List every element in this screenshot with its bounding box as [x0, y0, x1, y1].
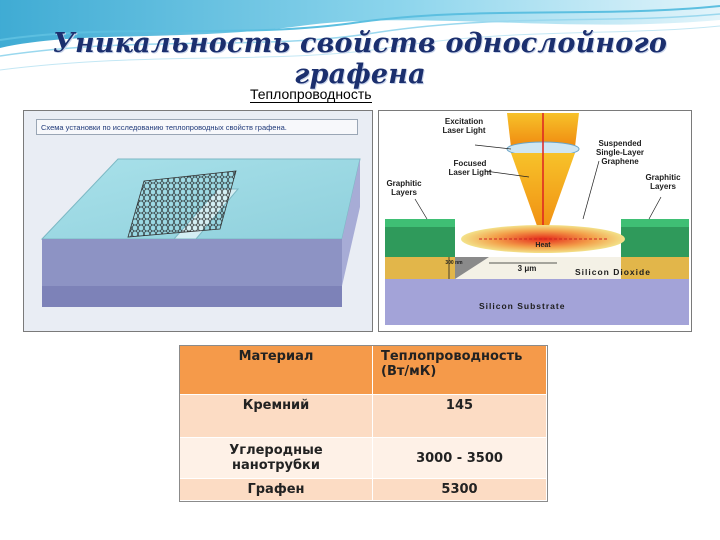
header-conductivity: Теплопроводность (Вт/мК) [372, 346, 547, 395]
schematic-caption: Схема установки по исследованию теплопро… [36, 119, 358, 135]
label-silicon-dioxide: Silicon Dioxide [575, 267, 651, 277]
label-graphitic-right: Graphitic Layers [645, 173, 681, 191]
cell-material: Кремний [180, 394, 373, 438]
schematic-drawing [40, 158, 361, 307]
cell-value: 145 [372, 394, 547, 438]
table-row: Графен 5300 [180, 478, 547, 501]
table-row: Кремний 145 [180, 394, 547, 438]
label-silicon-substrate: Silicon Substrate [479, 301, 566, 311]
header-material: Материал [180, 346, 373, 395]
table-row: Углеродные нанотрубки 3000 - 3500 [180, 437, 547, 479]
cell-material: Углеродные нанотрубки [180, 437, 373, 479]
raman-measurement-diagram: Excitation Laser Light Suspended Single-… [378, 110, 692, 332]
table-header-row: Материал Теплопроводность (Вт/мК) [180, 346, 547, 395]
setup-schematic: Схема установки по исследованию теплопро… [23, 110, 373, 332]
label-focused: Focused Laser Light [448, 159, 492, 177]
diagram-drawing [385, 113, 689, 325]
cell-value: 5300 [372, 478, 547, 501]
label-width: 3 μm [517, 264, 537, 273]
label-graphitic-left: Graphitic Layers [386, 179, 422, 197]
label-suspended: Suspended Single-Layer Graphene [595, 139, 644, 166]
label-depth: 300 nm [445, 260, 463, 266]
thermal-conductivity-table: Материал Теплопроводность (Вт/мК) Кремни… [179, 345, 548, 502]
slide-title: Уникальность свойств однослойного графен… [52, 28, 668, 90]
header-waves [0, 0, 720, 71]
label-excitation: Excitation Laser Light [442, 117, 486, 135]
cell-value: 3000 - 3500 [372, 437, 547, 479]
label-heat: Heat [535, 242, 551, 249]
cell-material: Графен [180, 478, 373, 501]
slide-subtitle: Теплопроводность [250, 86, 372, 103]
